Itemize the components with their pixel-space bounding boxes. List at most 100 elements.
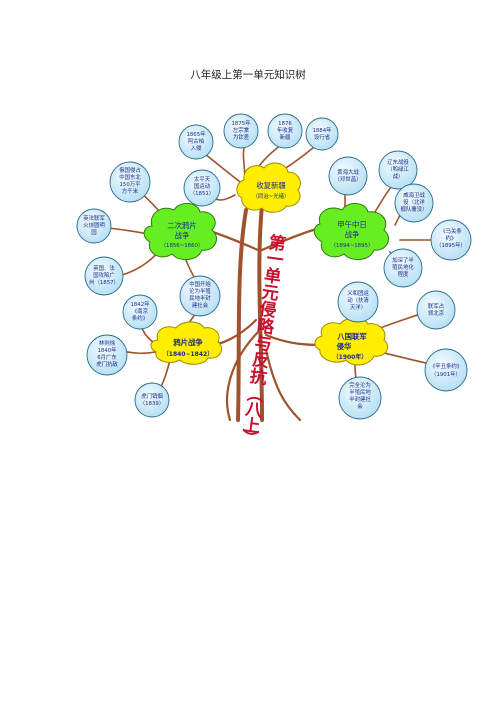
fact-bubble-recover-1876: 1876 年收复 新疆 <box>267 113 303 149</box>
event-label-line-1: 战争 <box>345 230 360 239</box>
event-label-line-0: 鸦片战争 <box>173 338 203 347</box>
fact-line-0: 1875年 <box>231 119 251 127</box>
fact-line-3: 会 <box>357 402 363 410</box>
fact-line-0: 义和团运 <box>347 289 369 297</box>
trunk-char-3: 元 <box>260 283 280 305</box>
fact-line-3: 方千米 <box>122 187 139 195</box>
fact-line-1: 设行省 <box>314 133 331 141</box>
fact-bubble-zuo-1875: 1875年 左宗棠 为钦差 <box>223 113 259 149</box>
fact-line-0: 1876 <box>278 121 292 127</box>
fact-line-1: 殖民地化 <box>392 263 414 271</box>
fact-line-2: 新疆 <box>280 133 291 141</box>
trunk-char-12: ） <box>237 428 260 448</box>
trunk-char-10: 八 <box>244 399 265 421</box>
event-label-line-1: 战争 <box>175 231 190 240</box>
fact-line-0: 加深了半 <box>392 256 414 264</box>
fact-line-2: 园 <box>91 229 96 236</box>
fact-line-1: （1839） <box>140 400 165 407</box>
fact-bubble-yellow-sea: 黄海大战 （邓世昌） <box>328 156 368 196</box>
event-date: （1856~1860） <box>161 242 204 249</box>
fact-line-1: （1901年） <box>431 370 461 378</box>
fact-line-0: 完全沦为 <box>349 381 371 389</box>
fact-line-1: 中国东北 <box>119 173 141 181</box>
fact-line-2: 舰队覆没） <box>401 205 428 213</box>
fact-bubble-nanjing: 1842年 《南京 条约》 <box>122 294 158 330</box>
fact-bubble-beijing: 联军占 领北京 <box>416 290 456 330</box>
fact-bubble-burn-summer-palace: 英法联军 火烧圆明 园 <box>76 208 112 244</box>
fact-bubble-taiping: 太平天 国运动 （1851） <box>183 169 221 207</box>
trunk-char-5: 略 <box>256 315 277 338</box>
fact-bubble-humen: 虎门销烟 （1839） <box>134 382 170 418</box>
fact-line-0: 俄国侵占 <box>119 166 141 174</box>
event-xinjiang: 收复新疆 （同治~光绪） <box>236 162 301 213</box>
fact-line-1: 约》 <box>446 234 457 242</box>
fact-line-0: 1884年 <box>312 126 332 134</box>
fact-line-2: 为钦差 <box>233 133 250 141</box>
fact-line-2: （1895年） <box>436 241 466 249</box>
event-label-line-0: 收复新疆 <box>256 181 286 190</box>
fact-line-0: 中国开始 <box>189 280 211 288</box>
fact-line-1: 年收复 <box>277 126 294 134</box>
fact-bubble-xinchou: 《辛丑条约》 （1901年） <box>424 348 468 392</box>
trunk-char-1: 一 <box>265 249 285 271</box>
event-label-line-0: 八国联军 <box>336 332 367 341</box>
page-title: 八年级上第一单元知识树 <box>190 69 306 81</box>
fact-line-1: 1840年 <box>97 346 117 354</box>
fact-line-1: （邓世昌） <box>335 175 362 183</box>
trunk-char-7: 反 <box>251 350 271 372</box>
fact-bubble-shimonoseki: 《马关条 约》 （1895年） <box>430 219 472 261</box>
fact-line-0: 威海卫战 <box>403 191 425 199</box>
event-date: （1840~1842） <box>163 350 213 358</box>
trunk-char-8: 抗 <box>249 366 269 389</box>
fact-line-0: 太平天 <box>194 175 211 183</box>
fact-bubble-semi-colonial-1: 中国开始 沦为半殖 民地半封 建社会 <box>179 275 221 317</box>
fact-line-1: 领北京 <box>428 309 445 317</box>
event-opium-war: 鸦片战争 （1840~1842） <box>150 321 223 365</box>
fact-line-1: 火烧圆明 <box>83 221 105 229</box>
fact-line-2: 半封建社 <box>349 395 371 403</box>
fact-line-1: 《南京 <box>132 307 149 315</box>
fact-bubble-canton: 英国、法 国攻陷广 州（1857） <box>84 256 124 296</box>
trunk-char-11: 上 <box>242 415 262 437</box>
fact-bubble-semi-colonial-2: 完全沦为 半殖民地 半封建社 会 <box>338 376 382 420</box>
fact-line-1: 左宗棠 <box>233 126 250 134</box>
fact-line-0: 英国、法 <box>93 264 115 272</box>
fact-line-0: 黄海大战 <box>337 168 359 176</box>
fact-line-0: 辽东战役 <box>387 158 409 166</box>
event-label-line-1: 侵华 <box>336 342 352 351</box>
event-date: （1900年） <box>333 353 368 361</box>
fact-line-2: 战） <box>393 172 404 180</box>
fact-line-1: 役（北洋 <box>403 198 425 206</box>
fact-line-0: 《辛丑条约》 <box>430 362 462 370</box>
fact-line-0: 1842年 <box>130 300 150 308</box>
fact-line-0: 虎门销烟 <box>141 392 163 400</box>
trunk-char-9: （ <box>244 384 267 404</box>
fact-line-0: 《马关条 <box>440 227 462 235</box>
event-label-line-0: 甲午中日 <box>337 220 367 229</box>
fact-line-2: （1851） <box>190 190 215 197</box>
event-date: （1894~1895） <box>331 242 374 249</box>
fact-bubble-russia-land: 俄国侵占 中国东北 150万平 方千米 <box>109 161 151 203</box>
event-date: （同治~光绪） <box>253 192 290 200</box>
trunk-title: 第 一 单 元 侵 略 与 反 抗 （ 八 上 ） <box>237 232 287 448</box>
fact-bubble-linzexu: 林则徐 1840年 6月广东 虎门抗敌 <box>86 334 128 376</box>
fact-line-2: 灭洋） <box>350 303 366 311</box>
fact-line-1: 半殖民地 <box>349 388 371 396</box>
trunk-char-2: 单 <box>263 265 283 288</box>
fact-bubble-yakub-1865: 1865年 阿古柏 入侵 <box>178 124 214 160</box>
fact-line-1: 国攻陷广 <box>93 271 115 279</box>
trunk-char-4: 侵 <box>257 298 278 321</box>
fact-line-2: 150万平 <box>119 181 141 188</box>
fact-line-2: 民地半封 <box>189 294 211 302</box>
event-eight-nation: 八国联军 侵华 （1900年） <box>314 317 389 366</box>
fact-line-0: 1865年 <box>186 130 206 138</box>
fact-bubble-liaodong: 辽东战役 （鸭绿江 战） <box>378 150 418 190</box>
fact-bubble-deepened: 加深了半 殖民地化 程度 <box>383 248 423 288</box>
fact-line-3: 虎门抗敌 <box>96 360 118 368</box>
fact-line-3: 建社会 <box>192 301 209 309</box>
fact-line-1: 国运动 <box>194 182 211 190</box>
fact-line-0: 林则徐 <box>99 339 116 347</box>
trunk-char-6: 与 <box>253 333 273 355</box>
fact-line-0: 联军占 <box>428 302 444 310</box>
